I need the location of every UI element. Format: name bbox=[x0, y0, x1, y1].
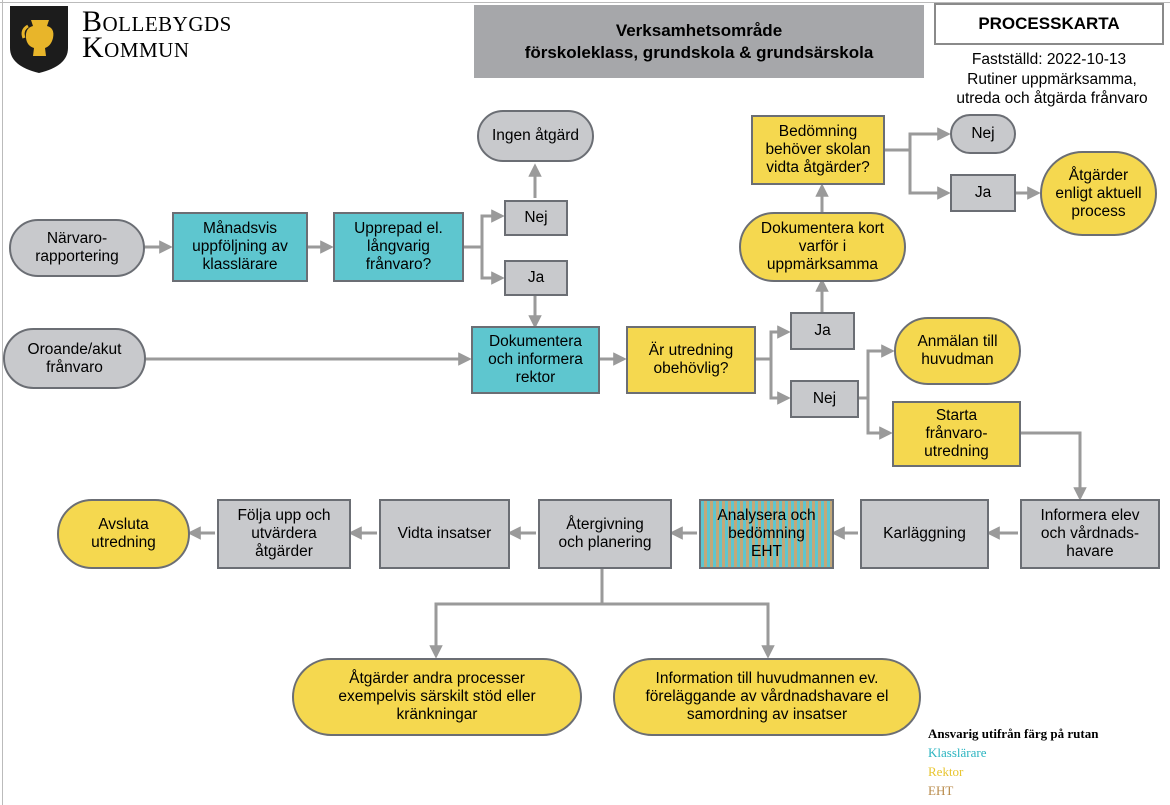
information-huvudmannen-node: Information till huvudmannen ev. föreläg… bbox=[613, 658, 921, 736]
ja-decision-3: Ja bbox=[950, 174, 1016, 212]
ja-decision-1: Ja bbox=[504, 260, 568, 296]
edge-split-information bbox=[602, 602, 775, 659]
legend: Ansvarig utifrån färg på rutan Klasslära… bbox=[928, 724, 1168, 800]
edge-bedomning-nej3 bbox=[885, 127, 951, 152]
nej-decision-2: Nej bbox=[790, 380, 859, 418]
edge-nej2-anmalan bbox=[859, 344, 895, 400]
legend-item-rektor: Rektor bbox=[928, 764, 964, 779]
edge-nej2-starta bbox=[866, 398, 893, 440]
nej-decision-1: Nej bbox=[504, 200, 568, 236]
dokumentera-informera-node: Dokumentera och informera rektor bbox=[471, 326, 600, 394]
edge-upprepad-nej1 bbox=[463, 209, 505, 249]
upprepad-franvaro-node: Upprepad el. långvarig frånvaro? bbox=[333, 212, 464, 282]
dokumentera-kort-node: Dokumentera kort varför i uppmärksamma bbox=[739, 212, 906, 282]
logo-line-2: Kommun bbox=[82, 31, 190, 64]
area-title: Verksamhetsområde förskoleklass, grundsk… bbox=[474, 5, 924, 78]
utredning-obehovlig-node: Är utredning obehövlig? bbox=[626, 326, 756, 394]
vidta-insatser-node: Vidta insatser bbox=[379, 499, 510, 569]
legend-title: Ansvarig utifrån färg på rutan bbox=[928, 726, 1099, 741]
edge-starta-informera bbox=[1021, 431, 1087, 501]
edge-utredning-ja2 bbox=[756, 325, 791, 361]
folja-upp-node: Följa upp och utvärdera åtgärder bbox=[217, 499, 351, 569]
analysera-bedomning-node: Analysera och bedömning EHT bbox=[699, 499, 834, 569]
karlaggning-node: Karläggning bbox=[860, 499, 989, 569]
avsluta-utredning-node: Avsluta utredning bbox=[57, 499, 190, 569]
edge-bedomning-ja3 bbox=[908, 134, 951, 200]
atgarder-aktuell-process-node: Åtgärder enligt aktuell process bbox=[1040, 151, 1157, 236]
narvarorapportering-node: Närvaro- rapportering bbox=[9, 219, 145, 277]
legend-item-klasslarare: Klasslärare bbox=[928, 745, 987, 760]
edge-utredning-nej2 bbox=[769, 359, 791, 405]
municipality-logo bbox=[6, 4, 72, 74]
bedomning-node: Bedömning behöver skolan vidta åtgärder? bbox=[751, 115, 885, 185]
atergivning-planering-node: Återgivning och planering bbox=[538, 499, 672, 569]
nej-decision-3: Nej bbox=[950, 114, 1016, 154]
oroande-franvaro-node: Oroande/akut frånvaro bbox=[3, 328, 146, 389]
process-title: PROCESSKARTA bbox=[934, 3, 1164, 45]
frame-left-line bbox=[2, 0, 3, 805]
anmalan-huvudman-node: Anmälan till huvudman bbox=[894, 317, 1021, 385]
informera-elev-node: Informera elev och vårdnads- havare bbox=[1020, 499, 1160, 569]
logo-text: Bollebygds Kommun bbox=[82, 5, 282, 64]
starta-franvarroutredning-node: Starta frånvaro- utredning bbox=[892, 401, 1021, 467]
coat-of-arms-icon bbox=[10, 6, 68, 73]
atgarder-andra-processer-node: Åtgärder andra processer exempelvis särs… bbox=[292, 658, 582, 736]
manadsvis-uppfoljning-node: Månadsvis uppföljning av klasslärare bbox=[172, 212, 308, 282]
logo-line-1: Bollebygds bbox=[82, 5, 232, 38]
edge-upprepad-ja1 bbox=[480, 247, 505, 285]
edge-atergivning-split bbox=[429, 569, 604, 659]
established-date: Fastställd: 2022-10-13 bbox=[971, 51, 1127, 68]
frame-top-line bbox=[0, 2, 1170, 3]
ingen-atgard-node: Ingen åtgärd bbox=[477, 110, 594, 162]
legend-item-eht: EHT bbox=[928, 783, 954, 798]
ja-decision-2: Ja bbox=[790, 312, 855, 350]
routine-description: Rutiner uppmärksamma, utreda och åtgärda… bbox=[956, 71, 1148, 107]
